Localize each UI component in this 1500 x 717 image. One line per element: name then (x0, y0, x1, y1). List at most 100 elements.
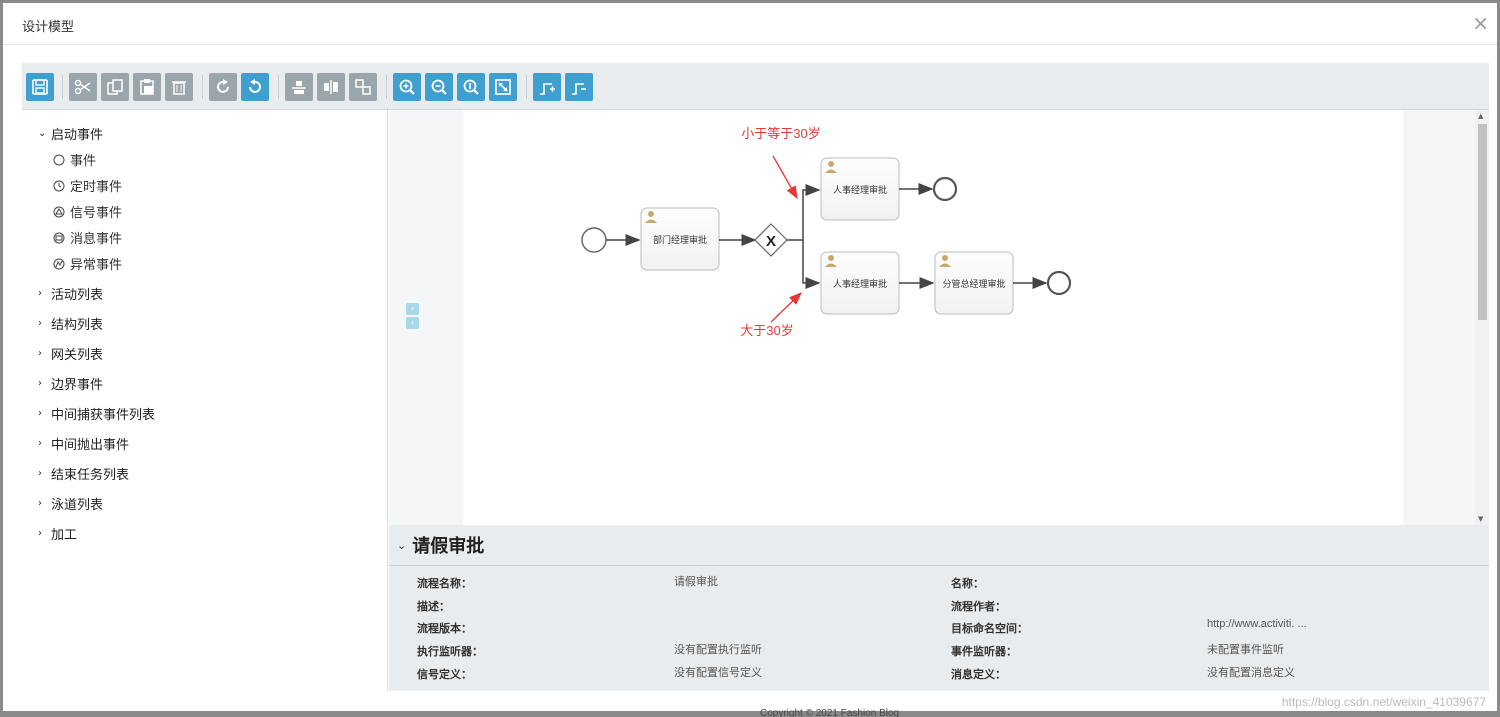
bendpoint-remove-button[interactable] (565, 73, 593, 101)
sequence-flow-gt30[interactable] (802, 240, 821, 289)
palette-item-label: 事件 (70, 153, 97, 168)
same-size-icon (355, 79, 371, 95)
paste-button[interactable] (133, 73, 161, 101)
delete-button[interactable] (165, 73, 193, 101)
signal-event-icon (53, 206, 65, 217)
circle-event-icon (53, 154, 65, 165)
palette-group-boundary-events[interactable]: ›边界事件 (38, 374, 103, 393)
canvas-scrollbar[interactable]: ▲ ▼ (1475, 110, 1489, 525)
properties-header[interactable]: ⌄ 请假审批 (389, 525, 1489, 566)
prop-label: 流程名称： (417, 578, 472, 590)
palette-item-label: 信号事件 (70, 205, 123, 220)
palette-group-end-events[interactable]: › 结束任务列表 (38, 464, 129, 483)
save-icon (32, 79, 48, 95)
palette-group-label: 启动事件 (51, 127, 104, 142)
chevron-down-icon: ⌄ (397, 538, 407, 552)
prop-value-event-listeners[interactable]: 未配置事件监听 (1207, 644, 1284, 656)
user-task-vp[interactable]: 分管总经理审批 (934, 251, 1014, 315)
chevron-right-icon: › (38, 378, 42, 389)
redo-button[interactable] (209, 73, 237, 101)
scroll-up-icon[interactable]: ▲ (1478, 112, 1484, 120)
palette-item-error-event[interactable]: 异常事件 (53, 254, 122, 273)
exclusive-gateway[interactable]: X (754, 223, 788, 257)
palette-group-intermediate-throwing[interactable]: ›中间抛出事件 (38, 434, 129, 453)
annotation-gt30: 大于30岁 (740, 323, 793, 338)
end-event-bottom[interactable] (1046, 270, 1072, 296)
dialog-title: 设计模型 (22, 19, 75, 34)
annotation-le30: 小于等于30岁 (741, 126, 820, 141)
palette-group-label: 结束任务列表 (51, 467, 130, 482)
zoom-out-icon (431, 79, 447, 95)
palette-group-label: 加工 (51, 527, 78, 542)
copy-icon (107, 79, 123, 95)
prop-value-signal-definitions[interactable]: 没有配置信号定义 (674, 667, 762, 679)
undo-icon (249, 79, 261, 93)
zoom-in-icon (399, 79, 415, 95)
same-size-button[interactable] (349, 73, 377, 101)
align-horizontal-icon (324, 80, 338, 94)
palette-group-activities[interactable]: ›活动列表 (38, 284, 103, 303)
prop-label: 名称： (951, 578, 984, 590)
expand-right-icon[interactable]: › (406, 303, 419, 315)
zoom-fit-button[interactable] (489, 73, 517, 101)
zoom-in-button[interactable] (393, 73, 421, 101)
prop-label: 事件监听器： (951, 646, 1017, 658)
palette-group-label: 网关列表 (51, 347, 104, 362)
toolbar-separator (62, 75, 63, 99)
end-event-top[interactable] (932, 176, 958, 202)
user-task-hr-manager-top[interactable]: 人事经理审批 (820, 157, 900, 221)
undo-button[interactable] (241, 73, 269, 101)
editor-toolbar (22, 63, 1489, 110)
page-footer: Copyright © 2021 Fashion Blog (760, 708, 900, 717)
diagram-canvas[interactable]: 部门经理审批 X 人事经理审批 (463, 110, 1403, 525)
zoom-actual-icon (463, 79, 479, 95)
collapse-left-icon[interactable]: ‹ (406, 317, 419, 329)
palette-item-message-event[interactable]: 消息事件 (53, 228, 122, 247)
save-button[interactable] (26, 73, 54, 101)
palette-group-intermediate-catching[interactable]: ›中间捕获事件列表 (38, 404, 155, 423)
chevron-right-icon: › (38, 498, 42, 509)
prop-value-execution-listeners[interactable]: 没有配置执行监听 (674, 644, 762, 656)
chevron-right-icon: › (38, 318, 42, 329)
chevron-right-icon: › (38, 438, 42, 449)
task-label: 分管总经理审批 (942, 278, 1005, 289)
palette-group-start-events[interactable]: ⌄ 启动事件 (38, 124, 103, 143)
sequence-flow-le30[interactable] (787, 184, 821, 241)
process-editor: ⌄ 启动事件 事件 定时事件 信号事件 消息事件 异常事件 (22, 63, 1489, 691)
dialog-header: 设计模型 × (3, 3, 1497, 45)
palette-group-structural[interactable]: ›结构列表 (38, 314, 103, 333)
palette-item-event[interactable]: 事件 (53, 150, 96, 169)
cut-button[interactable] (69, 73, 97, 101)
prop-value-namespace[interactable]: http://www.activiti. ... (1207, 618, 1307, 630)
message-event-icon (53, 232, 65, 243)
prop-value-process-name[interactable]: 请假审批 (674, 576, 718, 588)
palette-group-artifacts[interactable]: ›加工 (38, 524, 77, 543)
bendpoint-add-icon (540, 83, 555, 95)
chevron-down-icon: ⌄ (38, 128, 47, 139)
zoom-actual-button[interactable] (457, 73, 485, 101)
shape-palette: ⌄ 启动事件 事件 定时事件 信号事件 消息事件 异常事件 (22, 110, 388, 691)
user-icon (825, 161, 837, 173)
design-model-dialog: 设计模型 × (3, 3, 1497, 711)
bendpoint-add-button[interactable] (533, 73, 561, 101)
palette-toggle[interactable]: › ‹ (406, 303, 419, 331)
scrollbar-thumb[interactable] (1478, 124, 1487, 320)
align-horizontal-button[interactable] (317, 73, 345, 101)
annotation-arrow-gt30 (770, 292, 802, 323)
prop-label: 信号定义： (417, 669, 472, 681)
palette-item-timer-event[interactable]: 定时事件 (53, 176, 122, 195)
copy-button[interactable] (101, 73, 129, 101)
zoom-out-button[interactable] (425, 73, 453, 101)
chevron-right-icon: › (38, 468, 42, 479)
align-vertical-button[interactable] (285, 73, 313, 101)
palette-group-gateways[interactable]: ›网关列表 (38, 344, 103, 363)
scroll-down-icon[interactable]: ▼ (1478, 515, 1484, 523)
palette-group-swimlanes[interactable]: ›泳道列表 (38, 494, 103, 513)
user-task-hr-manager-bottom[interactable]: 人事经理审批 (820, 251, 900, 315)
start-event[interactable] (581, 227, 607, 253)
palette-item-label: 定时事件 (70, 179, 123, 194)
user-task-dept-manager[interactable]: 部门经理审批 (640, 207, 720, 271)
close-icon[interactable]: × (1472, 11, 1489, 35)
prop-value-message-definitions[interactable]: 没有配置消息定义 (1207, 667, 1295, 679)
palette-item-signal-event[interactable]: 信号事件 (53, 202, 122, 221)
